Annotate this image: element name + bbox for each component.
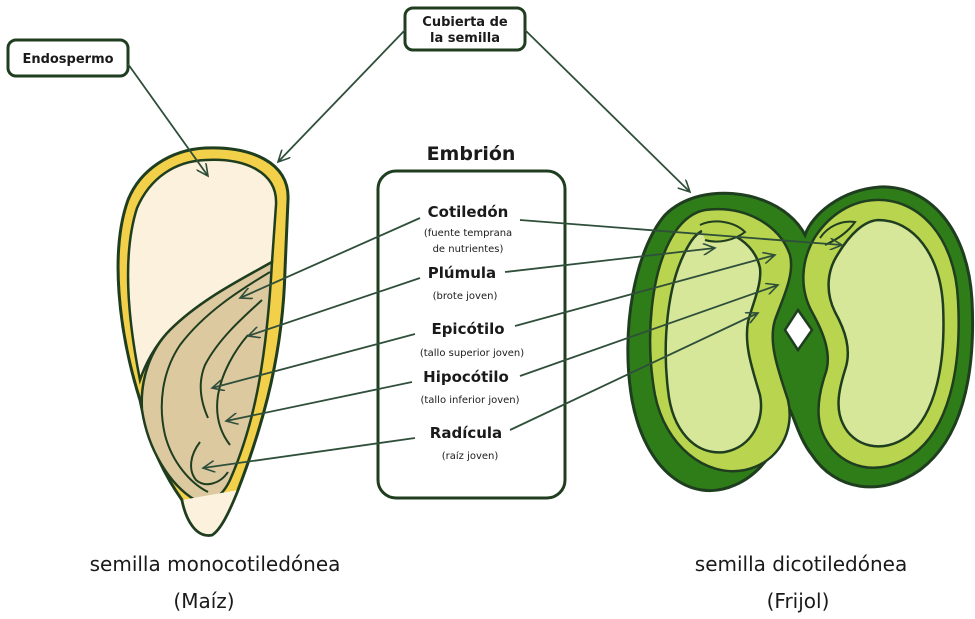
bean-right-inner <box>829 220 944 446</box>
seed-coat-label-line2: la semilla <box>430 31 500 46</box>
term-epicotyl-desc: (tallo superior joven) <box>420 348 524 359</box>
dicot-caption-sub: (Frijol) <box>767 589 830 613</box>
term-plumule: Plúmula <box>428 264 496 282</box>
term-radicle: Radícula <box>430 424 502 442</box>
endosperm-label: Endospermo <box>22 52 113 67</box>
arrow-seed-coat-corn <box>278 30 405 162</box>
embryo-title: Embrión <box>427 143 516 165</box>
arrow-seed-coat-bean <box>525 30 690 192</box>
term-hypocotyl-desc: (tallo inferior joven) <box>420 395 519 406</box>
seed-coat-label-line1: Cubierta de <box>422 15 508 30</box>
term-radicle-desc: (raíz joven) <box>442 450 499 462</box>
term-epicotyl: Epicótilo <box>431 320 504 338</box>
term-cotyledon-desc1: (fuente temprana <box>424 228 512 239</box>
term-cotyledon: Cotiledón <box>428 203 509 221</box>
term-hypocotyl: Hipocótilo <box>423 368 509 386</box>
term-plumule-desc: (brote joven) <box>433 291 498 302</box>
monocot-caption-sub: (Maíz) <box>173 589 234 613</box>
dicot-caption: semilla dicotiledónea <box>695 552 907 576</box>
monocot-caption: semilla monocotiledónea <box>90 552 341 576</box>
corn-seed <box>118 148 288 535</box>
term-cotyledon-desc2: de nutrientes) <box>433 244 504 255</box>
